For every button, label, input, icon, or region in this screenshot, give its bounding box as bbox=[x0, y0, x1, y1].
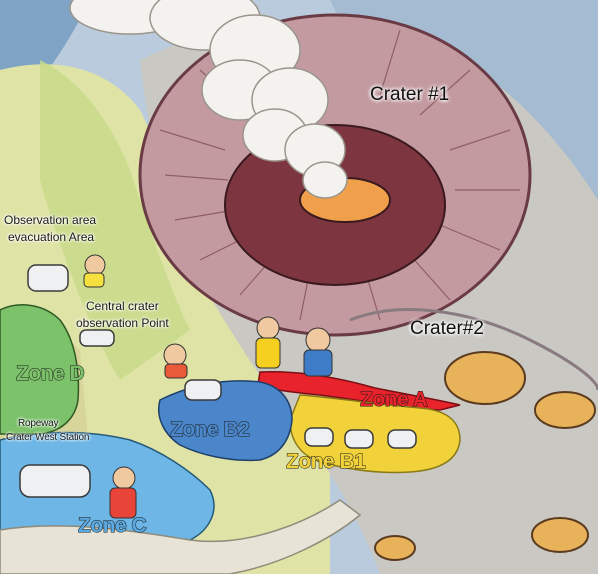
observation-evacuation-label-line1: Observation area bbox=[4, 213, 97, 227]
zone-c-label: Zone C bbox=[77, 514, 147, 538]
ropeway-station-label-line2: Crater West Station bbox=[6, 432, 90, 443]
central-observation-label-line1: Central crater bbox=[86, 299, 159, 313]
crater-2-pits bbox=[374, 351, 596, 561]
shelters bbox=[19, 264, 417, 498]
crater-2-label: Crater#2 bbox=[410, 318, 484, 339]
road bbox=[0, 499, 362, 574]
crater-1-label: Crater #1 bbox=[370, 84, 450, 105]
central-observation-label-line2: observation Point bbox=[76, 316, 169, 330]
zone-b1-label: Zone B1 bbox=[285, 450, 366, 474]
zone-d-label: Zone D bbox=[15, 362, 85, 386]
zone-a-label: Zone A bbox=[359, 388, 428, 412]
ropeway-station-label-line1: Ropeway bbox=[18, 418, 59, 429]
zone-a-area bbox=[257, 370, 461, 411]
steam-plume bbox=[69, 0, 348, 199]
zone-d-area bbox=[0, 304, 80, 435]
zone-b2-label: Zone B2 bbox=[169, 418, 250, 442]
zone-b2-area bbox=[158, 380, 293, 462]
people-illustration bbox=[83, 254, 333, 519]
zone-b1-area bbox=[289, 394, 461, 474]
zone-c-area bbox=[0, 431, 215, 541]
observation-evacuation-label-line2: evacuation Area bbox=[8, 230, 95, 244]
